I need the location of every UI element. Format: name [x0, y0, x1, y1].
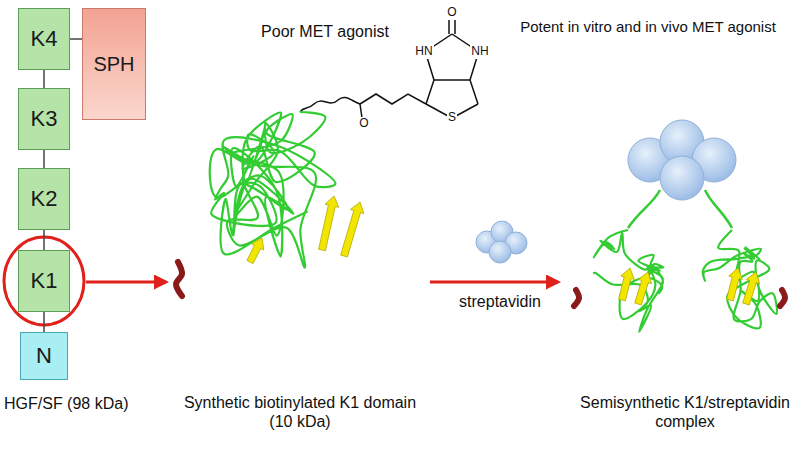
domain-label: K2: [31, 186, 58, 212]
serine-protease-box: SPH: [82, 8, 146, 120]
highlight-ring: [4, 237, 84, 325]
protein-name: HGF/SF (98 kDa): [4, 394, 174, 413]
domain-linker: [70, 38, 82, 40]
alpha-helix: [574, 290, 579, 306]
atom-label: S: [447, 111, 457, 124]
beta-strand: [727, 268, 743, 301]
beta-strand: [319, 196, 339, 251]
atom-label: HN: [414, 45, 433, 58]
construct-caption: Synthetic biotinylated K1 domain (10 kDa…: [180, 393, 420, 431]
protein-backbone: [703, 230, 777, 328]
domain-linker: [43, 312, 45, 332]
beta-strand: [619, 268, 635, 301]
alpha-helix: [176, 262, 182, 296]
activity-note: Potent in vitro and in vivo MET agonist: [500, 18, 796, 36]
red-arrow: [86, 281, 166, 284]
beta-strand: [247, 238, 264, 264]
domain-label: K3: [31, 106, 58, 132]
red-arrow: [430, 281, 558, 284]
protein-backbone: [593, 230, 663, 332]
protein-fold: [703, 230, 785, 328]
domain-linker: [43, 230, 45, 250]
atom-label: O: [446, 6, 457, 19]
kringle-box: K4: [18, 8, 70, 70]
domain-label: SPH: [93, 53, 134, 76]
domain-label: N: [36, 343, 52, 369]
domain-linker: [43, 70, 45, 88]
kringle-box: K3: [18, 88, 70, 150]
protein-fold: [574, 230, 663, 332]
domain-linker: [43, 150, 45, 168]
construct-caption: Semisynthetic K1/streptavidin complex: [580, 393, 790, 431]
protein-backbone: [210, 112, 336, 268]
reagent-label: streptavidin: [432, 292, 568, 311]
protein-fold: [176, 112, 364, 296]
alpha-helix: [780, 290, 785, 306]
protein-drawings: [176, 112, 785, 332]
beta-strand: [635, 272, 652, 305]
domain-label: K4: [31, 26, 58, 52]
beta-strand: [743, 272, 760, 305]
domain-label: K1: [31, 268, 58, 294]
kringle-box: K2: [18, 168, 70, 230]
streptavidin-icon: [476, 221, 527, 263]
beta-strand: [341, 202, 364, 257]
n-domain-box: N: [20, 332, 68, 380]
atom-label: NH: [470, 45, 489, 58]
kringle-box: K1: [18, 250, 70, 312]
activity-note: Poor MET agonist: [230, 22, 420, 41]
atom-label: O: [358, 117, 369, 130]
streptavidin-tetramer: [628, 120, 736, 200]
